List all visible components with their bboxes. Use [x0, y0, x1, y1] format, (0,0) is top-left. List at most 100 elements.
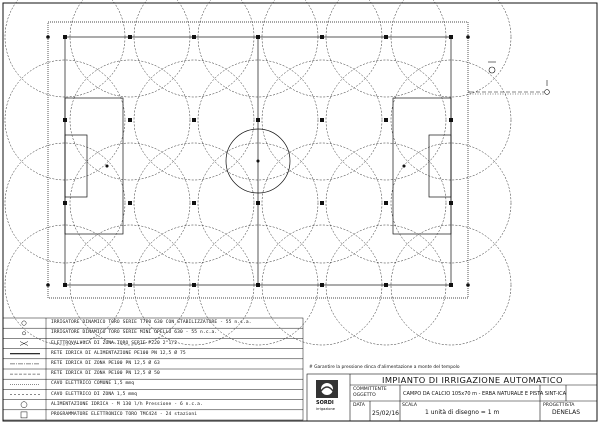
left-penalty-area: [64, 97, 124, 235]
throw-arc: [325, 142, 447, 264]
sprinkler-icon: [128, 283, 132, 287]
sprinkler-icon: [192, 201, 196, 205]
sprinkler-icon: [128, 201, 132, 205]
sprinkler-icon: [256, 283, 260, 287]
logo-text: SORDI: [316, 400, 334, 406]
sprinkler-icon: [46, 35, 50, 39]
sprinkler-icon: [256, 35, 260, 39]
legend-item: RETE IDRICA DI ALIMENTAZIONE PE100 PN 12…: [51, 350, 186, 356]
throw-arc: [133, 59, 255, 181]
throw-arc: [261, 224, 383, 346]
legend-item: IRRIGATORE DINAMICO TORO SERIE MINI OPEL…: [51, 330, 218, 336]
sprinkler-small-icon: [22, 331, 26, 336]
center-circle: [225, 128, 291, 194]
sprinkler-icon: [449, 35, 453, 39]
water-supply-icon: [20, 401, 28, 408]
throw-arc: [197, 0, 319, 98]
right-goal-area: [428, 134, 452, 198]
sprinkler-icon: [384, 201, 388, 205]
controller-icon: [20, 411, 28, 419]
sprinkler-icon: [320, 283, 324, 287]
committente-label: COMMITTENTE: [353, 387, 387, 392]
throw-arc: [133, 142, 255, 264]
sprinkler-large-icon: [21, 320, 27, 326]
throw-arc: [261, 142, 383, 264]
throw-arc: [4, 59, 126, 181]
sprinkler-icon: [320, 118, 324, 122]
supply-symbols: [470, 61, 550, 95]
sprinkler-icon: [466, 35, 470, 39]
title-block-frame: [306, 373, 598, 422]
designer-label: PROGETTISTA: [543, 403, 575, 408]
sprinkler-icon: [128, 35, 132, 39]
legend-item: ALIMENTAZIONE IDRICA - M 130 l/h Pressio…: [51, 401, 203, 407]
throw-arc: [69, 142, 191, 264]
sprinkler-icon: [449, 118, 453, 122]
football-field: [47, 21, 470, 299]
sprinkler-icon: [256, 118, 260, 122]
track-outline: [47, 21, 469, 299]
center-spot: [256, 159, 260, 163]
left-penalty-spot: [105, 164, 109, 168]
sprinkler-icon: [320, 201, 324, 205]
throw-arc: [69, 59, 191, 181]
throw-arc: [133, 0, 255, 98]
supply-note: # Garantire la pressione dinca d'aliment…: [309, 365, 460, 370]
date-label: DATA: [353, 403, 365, 408]
legend-table: [2, 317, 304, 421]
valve-icon: [19, 341, 29, 346]
throw-arc: [4, 0, 126, 98]
designer-value: DENELAS: [552, 409, 581, 416]
scale-label: SCALA: [402, 403, 418, 408]
sprinkler-icon: [128, 118, 132, 122]
sprinkler-icon: [63, 283, 67, 287]
throw-arc: [133, 224, 255, 346]
sprinkler-icon: [63, 35, 67, 39]
company-logo: [316, 380, 338, 398]
sprinkler-icon: [466, 283, 470, 287]
throw-arc: [197, 142, 319, 264]
sprinkler-icon: [192, 283, 196, 287]
right-penalty-area: [392, 97, 452, 235]
throw-arc: [325, 0, 447, 98]
sprinkler-icon: [384, 35, 388, 39]
throw-arc: [261, 59, 383, 181]
throw-arc: [197, 59, 319, 181]
throw-arc: [390, 0, 512, 98]
valve-icon: [488, 66, 496, 74]
throw-arc: [4, 142, 126, 264]
throw-arc: [69, 0, 191, 98]
sprinkler-heads: [46, 35, 470, 287]
sprinkler-icon: [449, 201, 453, 205]
scale-value: 1 unità di disegno = 1 m: [425, 409, 500, 416]
logo-subtext: irrigazione: [316, 407, 335, 411]
legend-item: RETE IDRICA DI ZONA PE100 PN 12,5 Ø 50: [51, 371, 160, 377]
throw-arc: [69, 224, 191, 346]
sprinkler-icon: [256, 201, 260, 205]
drawing-title: IMPIANTO DI IRRIGAZIONE AUTOMATICO: [382, 375, 563, 385]
legend-item: ELETTROVALVOLA DI ZONA TORO SERIE P220 2…: [51, 340, 178, 346]
sprinkler-icon: [63, 201, 67, 205]
throw-arc: [197, 224, 319, 346]
sprinkler-icon: [320, 35, 324, 39]
water-source-icon: [544, 89, 550, 95]
sprinkler-icon: [192, 118, 196, 122]
throw-arc: [325, 59, 447, 181]
legend-item: RETE IDRICA DI ZONA PE100 PN 12,5 Ø 63: [51, 361, 160, 366]
legend-item: CAVO ELETTRICO DI ZONA 1,5 mmq: [51, 391, 137, 397]
legend-item: IRRIGATORE DINAMICO TORO SERIE T7P0 630 …: [51, 320, 252, 326]
throw-arc: [325, 224, 447, 346]
throw-arc: [390, 142, 512, 264]
sprinkler-icon: [192, 35, 196, 39]
sprinkler-icon: [384, 118, 388, 122]
throw-arc: [261, 0, 383, 98]
throw-arc: [4, 224, 126, 346]
project-object: CAMPO DA CALCIO 105x70 m - ERBA NATURALE…: [403, 391, 567, 397]
throw-arc: [390, 59, 512, 181]
left-goal-area: [64, 134, 88, 198]
legend-item: CAVO ELETTRICO COMUNE 1,5 mmq: [51, 381, 135, 387]
sprinkler-icon: [384, 283, 388, 287]
sprinkler-icon: [46, 283, 50, 287]
